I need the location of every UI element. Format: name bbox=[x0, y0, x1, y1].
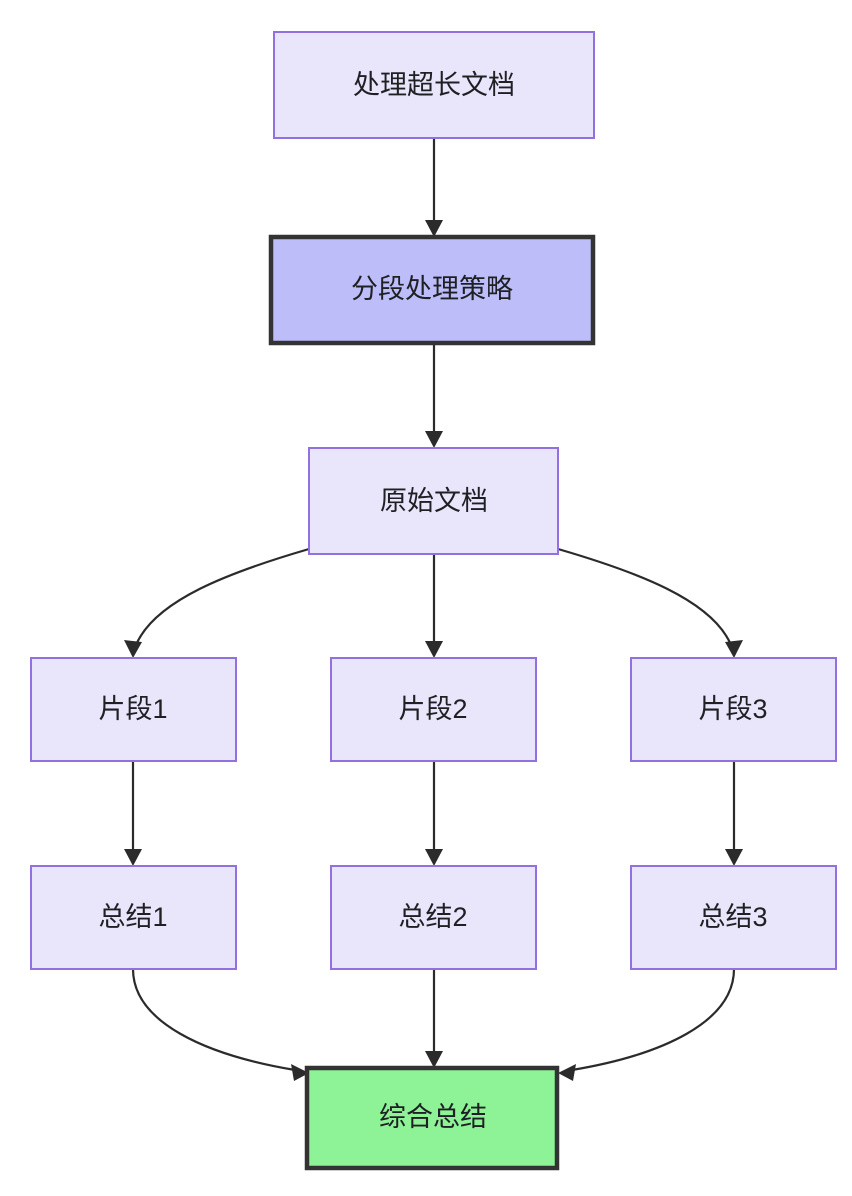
node-layer: 处理超长文档 分段处理策略 原始文档 片段1 片段2 片段3 bbox=[30, 31, 837, 1171]
edge-chunk1-to-sum1 bbox=[124, 761, 142, 866]
node-chunk1[interactable]: 片段1 bbox=[30, 657, 237, 762]
edge-source-to-chunk2 bbox=[425, 554, 443, 658]
node-sum3-rect[interactable] bbox=[630, 865, 837, 970]
edge-sum1-to-final bbox=[131, 968, 309, 1081]
node-final-rect[interactable] bbox=[304, 1065, 560, 1171]
node-sum2-rect[interactable] bbox=[330, 865, 537, 970]
node-sum3[interactable]: 总结3 bbox=[630, 865, 837, 970]
node-strategy-rect[interactable] bbox=[268, 234, 596, 346]
node-sum1[interactable]: 总结1 bbox=[30, 865, 237, 970]
node-chunk2[interactable]: 片段2 bbox=[330, 657, 537, 762]
node-chunk1-rect[interactable] bbox=[30, 657, 237, 762]
edge-source-to-chunk3 bbox=[557, 547, 743, 658]
node-chunk3-rect[interactable] bbox=[630, 657, 837, 762]
node-source-rect[interactable] bbox=[308, 447, 559, 555]
edge-strategy-to-source bbox=[425, 345, 443, 448]
edge-sum2-to-final bbox=[425, 969, 443, 1068]
node-chunk3[interactable]: 片段3 bbox=[630, 657, 837, 762]
edge-chunk3-to-sum3 bbox=[725, 761, 743, 866]
node-final[interactable]: 综合总结 bbox=[304, 1065, 560, 1171]
edge-sum3-to-final bbox=[558, 968, 736, 1081]
node-strategy[interactable]: 分段处理策略 bbox=[268, 234, 596, 346]
node-sum2[interactable]: 总结2 bbox=[330, 865, 537, 970]
edge-source-to-chunk1 bbox=[124, 547, 310, 658]
node-chunk2-rect[interactable] bbox=[330, 657, 537, 762]
node-sum1-rect[interactable] bbox=[30, 865, 237, 970]
edge-layer bbox=[124, 138, 743, 1081]
edge-doc-to-strategy bbox=[425, 138, 443, 237]
node-source[interactable]: 原始文档 bbox=[308, 447, 559, 555]
node-doc-rect[interactable] bbox=[273, 31, 595, 139]
edge-chunk2-to-sum2 bbox=[425, 761, 443, 866]
node-doc[interactable]: 处理超长文档 bbox=[273, 31, 595, 139]
